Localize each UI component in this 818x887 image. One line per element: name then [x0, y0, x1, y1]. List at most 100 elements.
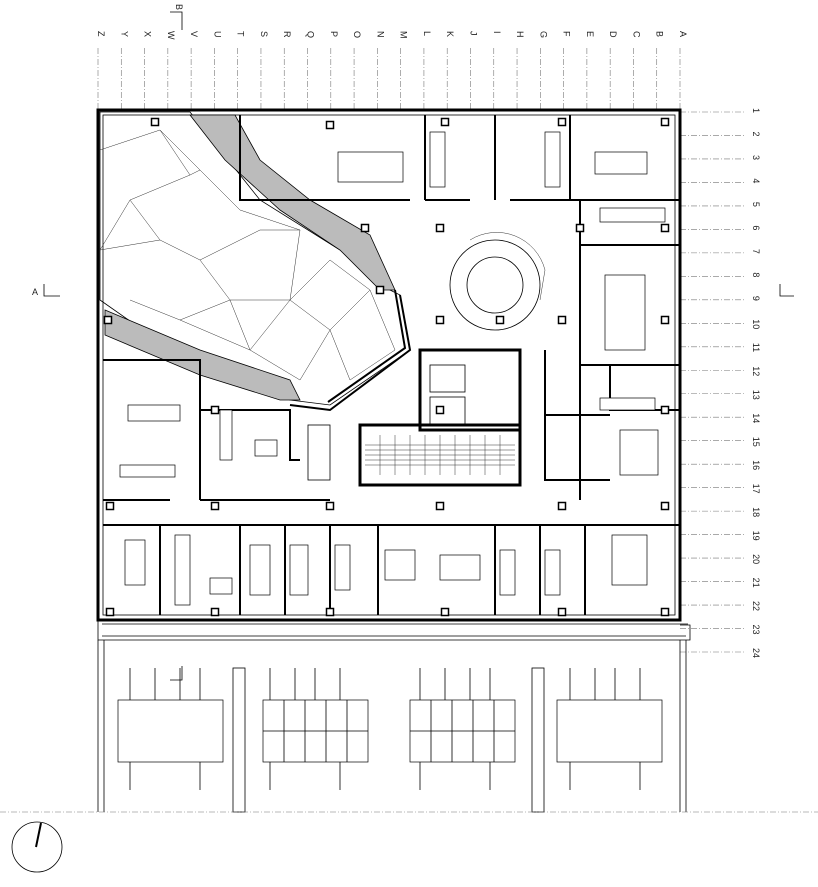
grid-label-L: L	[422, 31, 432, 36]
grid-label-M: M	[399, 31, 409, 39]
grid-label-N: N	[375, 31, 385, 38]
column	[325, 607, 335, 617]
grid-label-7: 7	[751, 249, 761, 254]
atrium-void	[99, 111, 412, 412]
desk	[544, 549, 561, 596]
elevator-core	[418, 348, 522, 432]
column	[660, 117, 670, 127]
column	[360, 223, 370, 233]
grid-label-D: D	[608, 31, 618, 38]
grid-label-T: T	[236, 31, 246, 37]
grid-label-21: 21	[751, 578, 761, 588]
grid-label-8: 8	[751, 272, 761, 277]
grid-label-Z: Z	[96, 31, 106, 37]
grid-label-20: 20	[751, 554, 761, 564]
grid-label-F: F	[562, 31, 572, 37]
furniture	[119, 131, 666, 606]
structural-columns	[103, 117, 670, 617]
grid-label-22: 22	[751, 601, 761, 611]
desk	[209, 577, 233, 595]
grid-label-5: 5	[751, 202, 761, 207]
hatched-walkway-north	[189, 114, 396, 291]
column	[575, 223, 585, 233]
desk	[594, 151, 648, 175]
desk	[384, 549, 416, 581]
column	[660, 405, 670, 415]
grid-label-R: R	[282, 31, 292, 38]
grid-label-19: 19	[751, 531, 761, 541]
grid-label-17: 17	[751, 484, 761, 494]
lower-level	[97, 640, 687, 813]
desk	[219, 409, 233, 461]
grid-label-Y: Y	[119, 31, 129, 37]
column	[557, 607, 567, 617]
desk	[619, 429, 659, 476]
grid-label-9: 9	[751, 296, 761, 301]
desk	[439, 554, 481, 581]
grid-label-Q: Q	[306, 31, 316, 38]
bay-grid-3	[409, 699, 516, 763]
section-marker-a: A	[32, 284, 794, 297]
grid-label-B: B	[655, 31, 665, 37]
desk	[544, 131, 561, 188]
desk	[334, 544, 351, 591]
desk	[429, 131, 446, 188]
grid-label-4: 4	[751, 178, 761, 183]
core	[307, 348, 522, 487]
grid-label-11: 11	[751, 343, 761, 352]
desk	[611, 534, 648, 586]
reception-desk	[307, 424, 331, 481]
grid-label-16: 16	[751, 460, 761, 470]
column	[435, 223, 445, 233]
grid-label-1: 1	[751, 108, 761, 113]
section-label-a: A	[32, 287, 38, 297]
bay-table-4	[556, 699, 663, 763]
column	[557, 315, 567, 325]
desk	[337, 151, 404, 183]
desk	[599, 397, 656, 411]
column	[440, 117, 450, 127]
grid-label-I: I	[492, 31, 502, 34]
column	[660, 501, 670, 511]
bay-grid-2	[262, 699, 369, 763]
grid-label-X: X	[143, 31, 153, 37]
grid-label-15: 15	[751, 437, 761, 447]
column	[210, 405, 220, 415]
desk	[289, 544, 309, 596]
grid-label-14: 14	[751, 413, 761, 423]
interior-walls	[103, 115, 680, 615]
grid-label-V: V	[189, 31, 199, 37]
grid-label-18: 18	[751, 507, 761, 517]
column	[440, 607, 450, 617]
grid-label-6: 6	[751, 225, 761, 230]
column	[660, 223, 670, 233]
grid-label-10: 10	[751, 319, 761, 329]
column	[435, 405, 445, 415]
grid-label-3: 3	[751, 155, 761, 160]
column	[150, 117, 160, 127]
column	[210, 501, 220, 511]
column	[105, 607, 115, 617]
column	[660, 607, 670, 617]
grid-label-U: U	[212, 31, 222, 38]
grid-label-O: O	[352, 31, 362, 38]
column	[105, 501, 115, 511]
desk	[499, 549, 516, 596]
grid-label-E: E	[585, 31, 595, 37]
grid-label-A: A	[678, 31, 688, 37]
column	[103, 315, 113, 325]
north-arrow	[11, 821, 63, 873]
grid-label-P: P	[329, 31, 339, 37]
column	[325, 120, 335, 130]
spiral-stair	[449, 232, 546, 331]
stair	[358, 423, 522, 487]
column	[495, 315, 505, 325]
column	[557, 117, 567, 127]
grid-label-2: 2	[751, 131, 761, 136]
desk	[119, 464, 176, 478]
hatched-walkway-south	[104, 309, 301, 401]
desk	[124, 539, 146, 586]
